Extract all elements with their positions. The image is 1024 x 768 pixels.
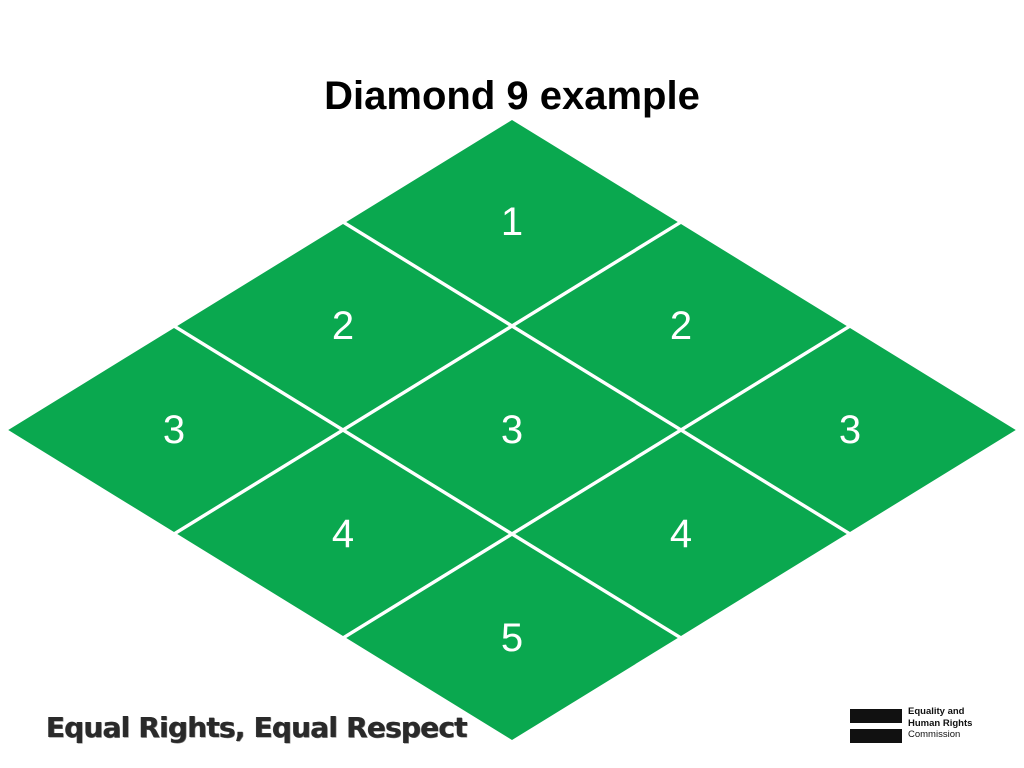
diamond-cell-r2-c2 bbox=[515, 224, 847, 428]
diamond-cell-r4-c1 bbox=[177, 432, 509, 636]
diamond-cell-label-r5-c1: 5 bbox=[501, 616, 523, 660]
ehrc-logo: Equality and Human Rights Commission bbox=[850, 706, 990, 746]
ehrc-logo-mark-icon bbox=[850, 709, 902, 743]
logo-line-1: Equality and bbox=[908, 706, 965, 717]
diamond-cell-label-r3-c2: 3 bbox=[501, 408, 523, 452]
diamond-cell-r3-c3 bbox=[684, 328, 1016, 532]
ehrc-logo-text: Equality and Human Rights Commission bbox=[908, 706, 972, 741]
logo-line-3: Commission bbox=[908, 729, 961, 740]
diamond-cell-label-r2-c2: 2 bbox=[670, 304, 692, 348]
diamond-cell-r2-c1 bbox=[177, 224, 509, 428]
diamond-cell-label-r2-c1: 2 bbox=[332, 304, 354, 348]
diamond-cell-r3-c2 bbox=[346, 328, 678, 532]
diamond-cell-label-r1-c1: 1 bbox=[501, 200, 523, 244]
diamond-cell-label-r3-c1: 3 bbox=[163, 408, 185, 452]
footer-slogan: Equal Rights, Equal Respect bbox=[46, 711, 468, 744]
logo-line-2: Human Rights bbox=[908, 717, 973, 729]
diamond-cell-label-r4-c2: 4 bbox=[670, 512, 692, 556]
diamond-cell-label-r3-c3: 3 bbox=[839, 408, 861, 452]
slide-title: Diamond 9 example bbox=[324, 74, 700, 118]
diamond-cell-r3-c1 bbox=[8, 328, 340, 532]
diamond-cell-label-r4-c1: 4 bbox=[332, 512, 354, 556]
diamond-cell-r1-c1 bbox=[346, 120, 678, 324]
diamond-cell-r5-c1 bbox=[346, 536, 678, 740]
diamond-cell-r4-c2 bbox=[515, 432, 847, 636]
